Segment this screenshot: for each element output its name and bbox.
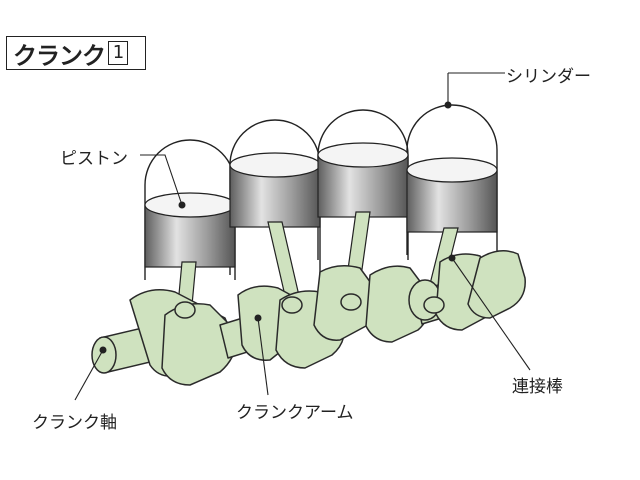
crank-shaft-end — [91, 336, 117, 374]
label-crank-arm: クランクアーム — [236, 403, 354, 423]
pistons — [144, 142, 498, 268]
leader-lines — [74, 72, 531, 401]
leader-crank-arm — [257, 317, 269, 396]
leader-crank-shaft — [74, 349, 104, 401]
title-text: クランク — [13, 41, 106, 70]
piston-3 — [317, 142, 409, 218]
crankshaft — [91, 250, 526, 386]
cylinder-2 — [229, 119, 321, 275]
cylinder-3 — [317, 109, 409, 260]
cylinder-4 — [406, 104, 498, 255]
label-conrod: 連接棒 — [512, 377, 563, 397]
label-cylinder: シリンダー — [506, 67, 591, 87]
leader-conrod — [451, 257, 531, 371]
leader-piston — [140, 154, 183, 206]
piston-4 — [406, 157, 498, 233]
title-number: 1 — [108, 41, 128, 65]
piston-1 — [144, 192, 236, 268]
label-crank-shaft: クランク軸 — [32, 413, 117, 433]
leader-dots — [99, 101, 456, 354]
leader-cylinder — [447, 72, 505, 105]
piston-2 — [229, 152, 321, 228]
label-piston: ピストン — [60, 149, 128, 169]
diagram-title: クランク 1 — [6, 36, 146, 70]
